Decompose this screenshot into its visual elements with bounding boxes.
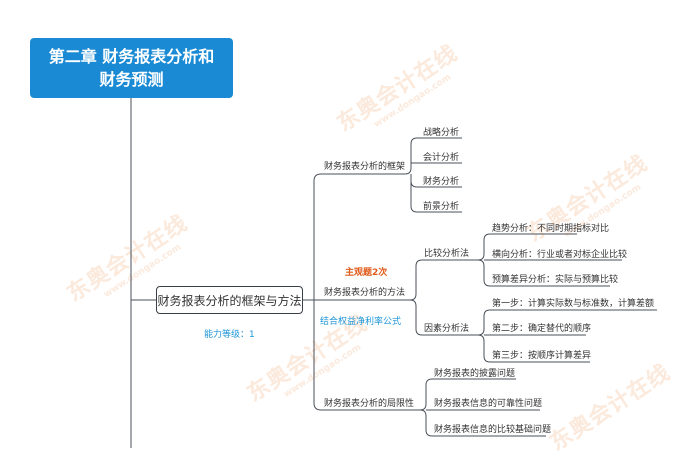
ability-level-note: 能力等级：1 <box>204 330 255 340</box>
framework-item: 会计分析 <box>423 153 460 163</box>
main-topic-label: 财务报表分析的框架与方法 <box>157 293 302 308</box>
main-topic-node: 财务报表分析的框架与方法 <box>156 286 303 314</box>
comparison-item: 趋势分析：不同时期指标对比 <box>492 224 610 234</box>
subtopic-method: 财务报表分析的方法 <box>324 288 406 298</box>
chapter-title-line2: 财务预测 <box>99 70 164 89</box>
subtopic-limitations: 财务报表分析的局限性 <box>324 399 415 409</box>
factor-step: 第三步：按顺序计算差异 <box>492 351 592 361</box>
limitation-item: 财务报表信息的可靠性问题 <box>434 399 543 409</box>
framework-item: 前景分析 <box>423 202 460 212</box>
framework-item: 战略分析 <box>423 128 460 138</box>
comparison-item: 预算差异分析：实际与预算比较 <box>492 275 619 285</box>
factor-step: 第二步：确定替代的顺序 <box>492 324 592 334</box>
exam-frequency-note: 主观题2次 <box>345 268 388 278</box>
method-hint-note: 结合权益净利率公式 <box>320 317 402 327</box>
chapter-title-line1: 第二章 财务报表分析和 <box>48 47 215 66</box>
limitation-item: 财务报表信息的比较基础问题 <box>434 425 552 435</box>
limitation-item: 财务报表的披露问题 <box>434 369 516 379</box>
comparison-item: 横向分析：行业或者对标企业比较 <box>492 250 628 260</box>
chapter-title: 第二章 财务报表分析和 财务预测 <box>30 38 233 98</box>
comparison-method: 比较分析法 <box>424 249 470 259</box>
subtopic-framework: 财务报表分析的框架 <box>324 162 406 172</box>
framework-item: 财务分析 <box>423 177 460 187</box>
factor-step: 第一步：计算实际数与标准数，计算差额 <box>492 299 655 309</box>
factor-method: 因素分析法 <box>424 324 470 334</box>
